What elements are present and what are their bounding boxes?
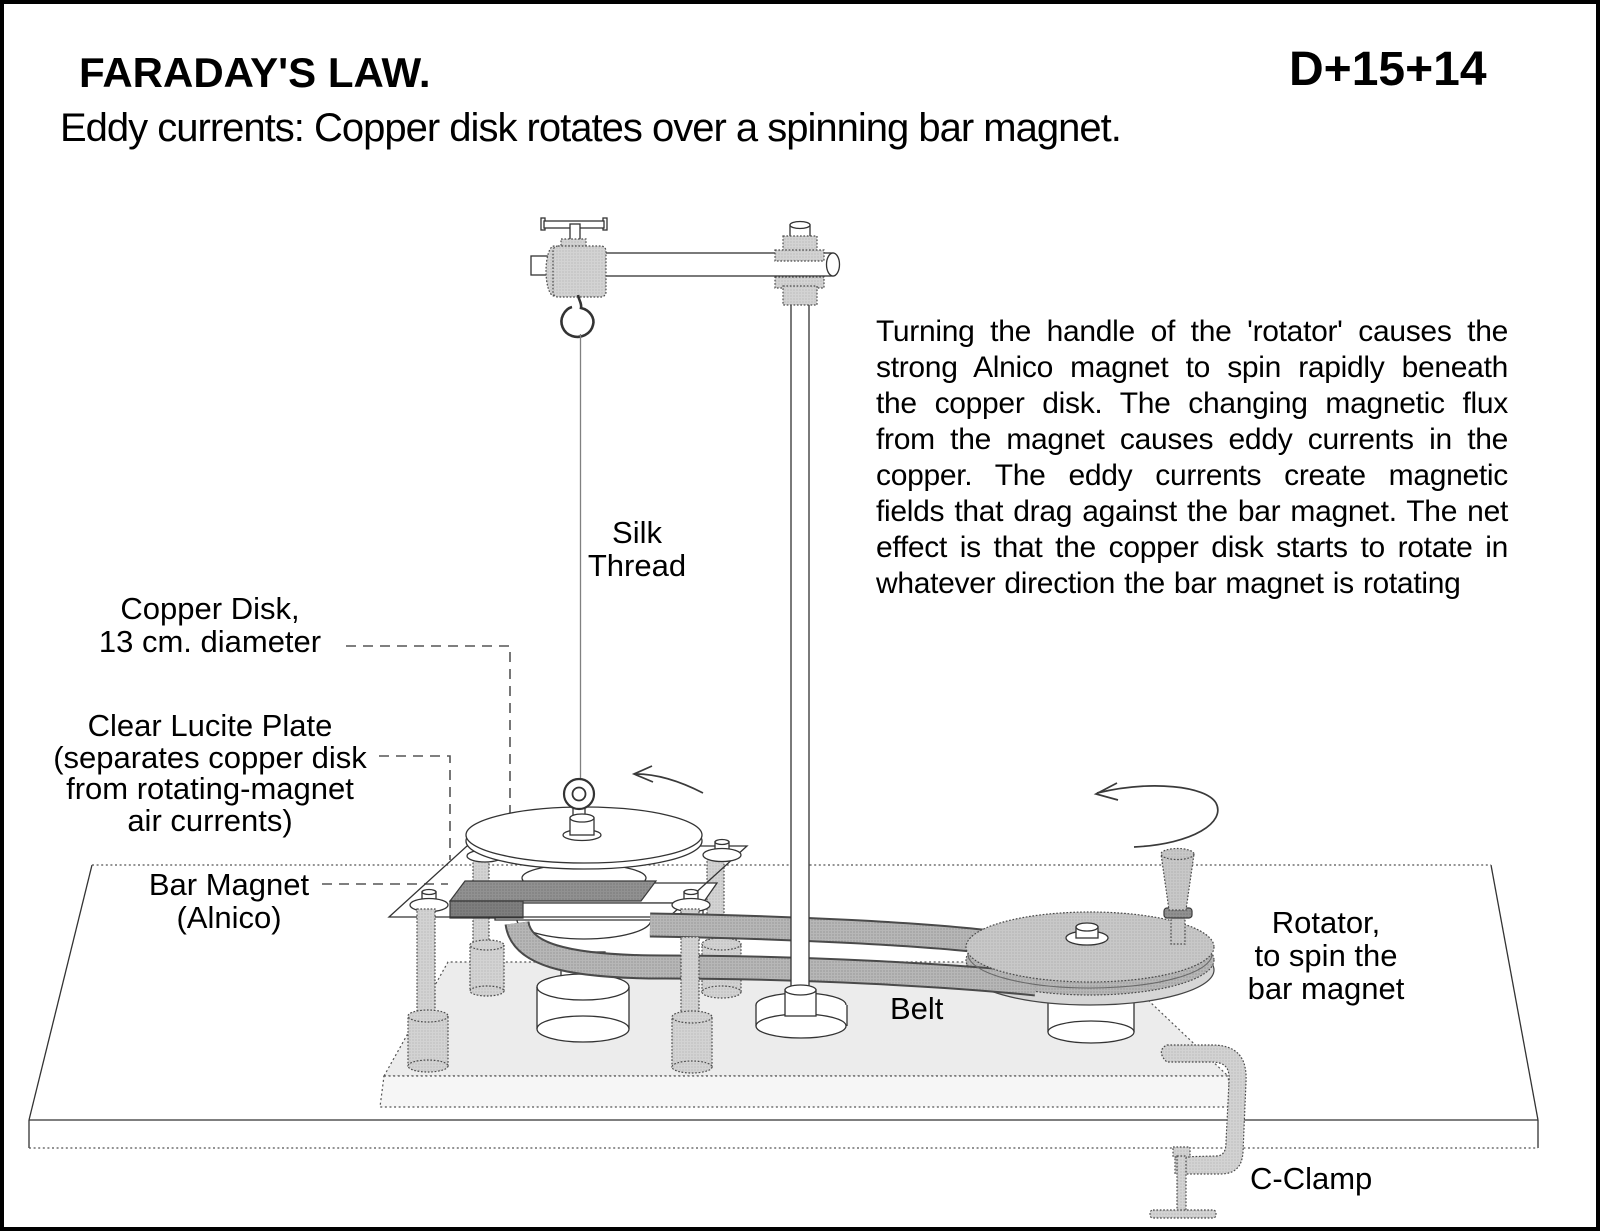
standoff-post-front-right (671, 936, 713, 1074)
thread-clamp (540, 217, 608, 339)
page-subtitle: Eddy currents: Copper disk rotates over … (60, 106, 1122, 150)
hook (560, 294, 595, 339)
catalog-code: D+15+14 (1289, 43, 1487, 96)
stand-rod (755, 303, 848, 1039)
crank-handle (1160, 847, 1195, 945)
c-clamp (1149, 1044, 1247, 1219)
label-bar-magnet: Bar Magnet (Alnico) (148, 867, 310, 935)
label-belt: Belt (890, 991, 944, 1026)
rotator-pulley (965, 911, 1215, 989)
label-c-clamp: C-Clamp (1250, 1161, 1373, 1196)
label-silk-thread: Silk Thread (587, 515, 687, 583)
disk-rotation-arrow (631, 765, 704, 794)
rotator-rotation-arrow (1093, 782, 1219, 848)
standoff-post-front-left (407, 908, 449, 1073)
page-title: FARADAY'S LAW. (79, 49, 431, 96)
lucite-plate (387, 845, 749, 918)
bar-magnet (448, 880, 658, 919)
apparatus-diagram (28, 217, 1539, 1219)
belt-lower-run (504, 920, 1038, 997)
rod-clamp (774, 220, 825, 306)
label-rotator: Rotator, to spin the bar magnet (1247, 905, 1405, 1006)
lucite-plate-leader-line (379, 755, 451, 860)
description-paragraph: Turning the handle of the 'rotator' caus… (876, 315, 1508, 600)
eyelet (562, 777, 602, 842)
label-lucite-plate: Clear Lucite Plate (separates copper dis… (53, 708, 367, 838)
label-copper-disk: Copper Disk, 13 cm. diameter (98, 591, 322, 659)
copper-disk-leader-line (346, 645, 511, 822)
